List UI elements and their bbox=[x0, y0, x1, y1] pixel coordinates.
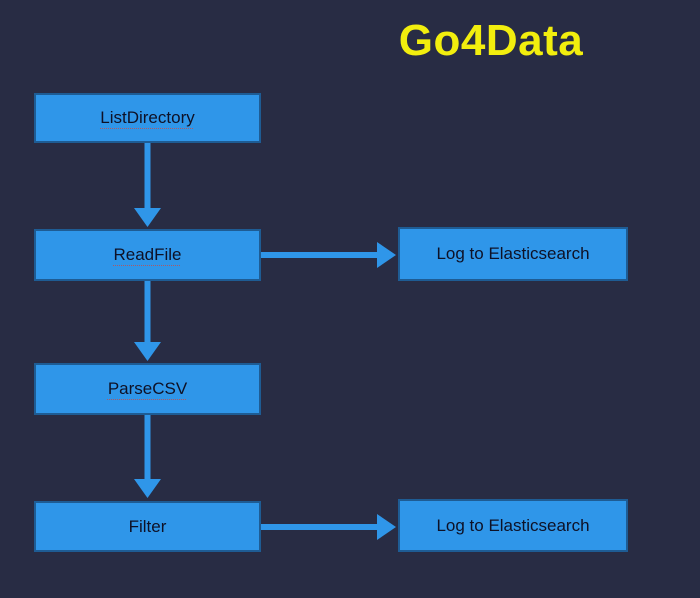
node-label: ReadFile bbox=[113, 245, 182, 264]
node-label: Log to Elasticsearch bbox=[436, 244, 590, 263]
node-label: ParseCSV bbox=[107, 379, 188, 398]
node-read-file: ReadFile bbox=[34, 229, 261, 281]
node-label: Log to Elasticsearch bbox=[436, 515, 590, 535]
node-log-to-elasticsearch-1: Log to Elasticsearch bbox=[398, 227, 628, 281]
edge-readfile-parsecsv bbox=[134, 281, 161, 361]
edge-readfile-logtoelasticsearch bbox=[261, 242, 396, 268]
node-label: Filter bbox=[128, 516, 167, 536]
node-label: ListDirectory bbox=[100, 108, 195, 127]
node-parse-csv: ParseCSV bbox=[34, 363, 261, 415]
node-filter: Filter bbox=[34, 501, 261, 552]
edge-parsecsv-filter bbox=[134, 415, 161, 498]
diagram-title: Go4Data bbox=[398, 16, 584, 65]
edge-filter-logtoelasticsearch bbox=[261, 514, 396, 540]
node-list-directory: ListDirectory bbox=[34, 93, 261, 143]
edge-listdirectory-readfile bbox=[134, 143, 161, 227]
node-log-to-elasticsearch-2: Log to Elasticsearch bbox=[398, 499, 628, 552]
